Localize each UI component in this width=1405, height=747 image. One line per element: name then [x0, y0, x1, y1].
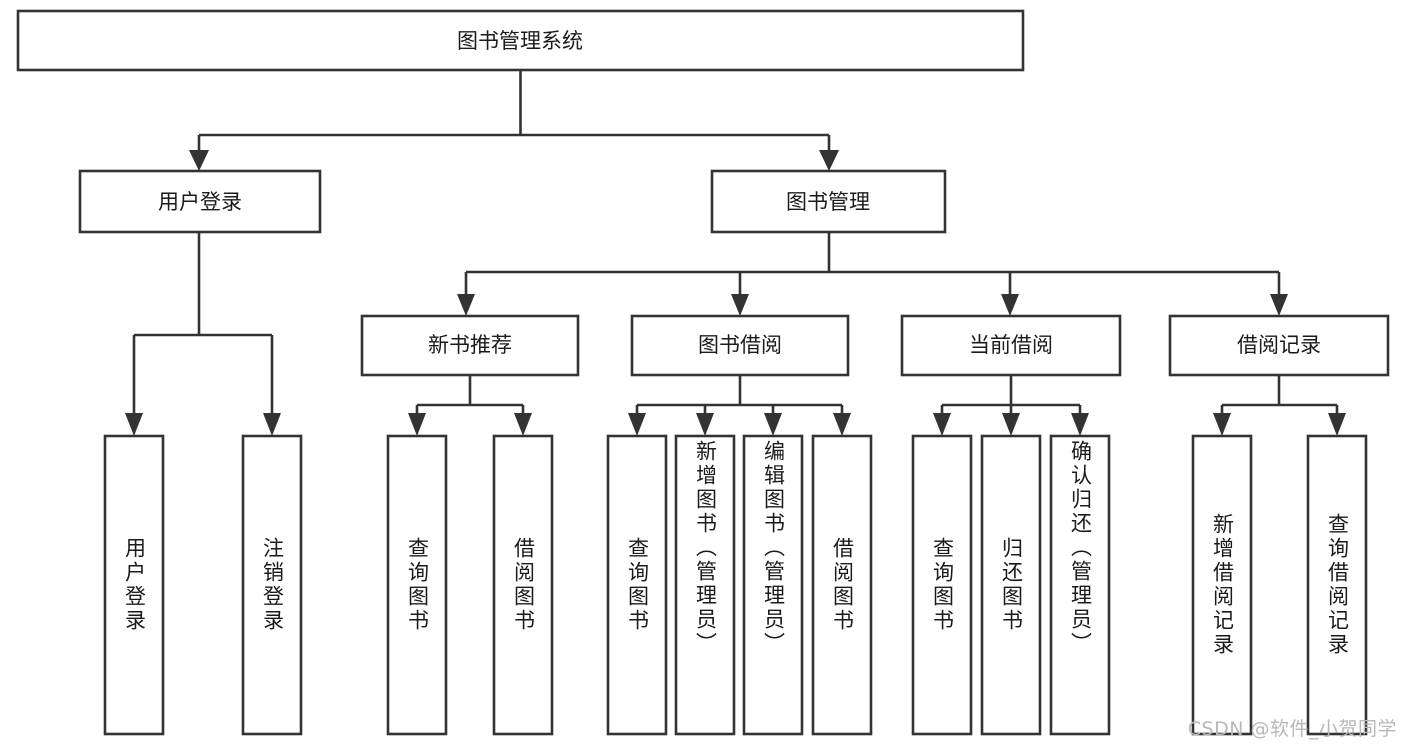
node-leaf-edit-book-box[interactable] — [742, 434, 804, 736]
connector-group-current-borrow — [933, 375, 1089, 436]
node-new-book-recommend-label: 新书推荐 — [428, 333, 512, 357]
node-leaf-user-login-box[interactable] — [103, 434, 165, 736]
arrow-head-leaf-user-login — [125, 413, 143, 436]
node-borrow-record-box[interactable] — [1168, 314, 1390, 377]
node-leaf-edit-book-label: 编辑图书（管理员） — [761, 440, 786, 656]
node-book-manage-label: 图书管理 — [786, 190, 870, 214]
node-leaf-query-book-2-label: 查询图书 — [625, 537, 650, 633]
arrow-head-book-manage — [819, 150, 839, 171]
leaf-label-wrap-query-book-3: 查询图书 — [913, 436, 971, 734]
node-leaf-borrow-book-2-box[interactable] — [811, 434, 873, 736]
node-user-login-box[interactable] — [78, 169, 322, 234]
node-leaf-query-book-3-label: 查询图书 — [930, 537, 955, 633]
leaf-label-wrap-borrow-book-2: 借阅图书 — [813, 436, 871, 734]
node-leaf-user-login-label: 用户登录 — [122, 537, 147, 633]
arrow-head-leaf-confirm-return — [1071, 413, 1089, 436]
node-leaf-query-book-1-label: 查询图书 — [405, 537, 430, 633]
arrow-head-borrow-record — [1270, 294, 1288, 316]
node-leaf-logout-box[interactable] — [241, 434, 303, 736]
node-leaf-logout-label: 注销登录 — [260, 537, 285, 633]
node-book-borrow-label: 图书借阅 — [698, 333, 782, 357]
node-leaf-borrow-book-2-label: 借阅图书 — [830, 537, 855, 633]
arrow-head-new-book-recommend — [457, 294, 475, 316]
leaf-label-wrap-borrow-book-1: 借阅图书 — [494, 436, 552, 734]
leaf-label-wrap-query-book-2: 查询图书 — [608, 436, 666, 734]
node-user-login-label: 用户登录 — [158, 190, 242, 214]
arrow-head-leaf-query-book-2 — [628, 413, 646, 436]
leaf-label-wrap-add-book: 新增图书（管理员） — [676, 436, 734, 734]
leaf-label-wrap-add-record: 新增借阅记录 — [1193, 436, 1251, 734]
connector-group-user-login — [125, 232, 281, 436]
leaf-label-wrap-query-record: 查询借阅记录 — [1308, 436, 1366, 734]
connector-group-borrow-record — [1213, 375, 1346, 436]
node-leaf-borrow-book-1-label: 借阅图书 — [511, 537, 536, 633]
node-book-borrow-box[interactable] — [630, 314, 850, 377]
arrow-head-leaf-query-book-1 — [408, 413, 426, 436]
node-borrow-record-label: 借阅记录 — [1237, 333, 1321, 357]
node-book-manage-box[interactable] — [710, 169, 947, 234]
node-leaf-query-book-1-box[interactable] — [386, 434, 448, 736]
arrow-head-book-borrow — [731, 294, 749, 316]
node-current-borrow-label: 当前借阅 — [969, 333, 1053, 357]
arrow-head-leaf-return-book — [1002, 413, 1020, 436]
node-leaf-query-record-box[interactable] — [1306, 434, 1368, 736]
node-leaf-query-record-label: 查询借阅记录 — [1325, 513, 1350, 657]
node-leaf-query-book-3-box[interactable] — [911, 434, 973, 736]
arrow-head-leaf-query-book-3 — [933, 413, 951, 436]
arrow-head-leaf-edit-book — [764, 413, 782, 436]
node-leaf-return-book-label: 归还图书 — [999, 537, 1024, 633]
node-root-label: 图书管理系统 — [457, 29, 583, 53]
arrow-head-leaf-add-record — [1213, 413, 1231, 436]
arrow-head-current-borrow — [1001, 294, 1019, 316]
arrow-head-leaf-borrow-book-2 — [833, 413, 851, 436]
leaf-label-wrap-confirm-return: 确认归还（管理员） — [1051, 436, 1109, 734]
leaf-label-wrap-logout: 注销登录 — [243, 436, 301, 734]
node-leaf-add-record-label: 新增借阅记录 — [1210, 513, 1235, 657]
node-root-box[interactable] — [16, 9, 1025, 72]
node-leaf-confirm-return-label: 确认归还（管理员） — [1068, 440, 1093, 656]
node-leaf-add-book-label: 新增图书（管理员） — [693, 440, 718, 656]
node-current-borrow-box[interactable] — [900, 314, 1122, 377]
arrow-head-leaf-query-record — [1328, 413, 1346, 436]
connector-group-root — [189, 70, 839, 171]
node-leaf-add-record-box[interactable] — [1191, 434, 1253, 736]
leaf-label-wrap-query-book-1: 查询图书 — [388, 436, 446, 734]
leaf-label-wrap-user-login: 用户登录 — [105, 436, 163, 734]
node-leaf-borrow-book-1-box[interactable] — [492, 434, 554, 736]
node-leaf-query-book-2-box[interactable] — [606, 434, 668, 736]
leaf-label-wrap-edit-book: 编辑图书（管理员） — [744, 436, 802, 734]
arrow-head-user-login — [189, 150, 209, 171]
leaf-label-wrap-return-book: 归还图书 — [982, 436, 1040, 734]
arrow-head-leaf-logout — [263, 413, 281, 436]
arrow-head-leaf-borrow-book-1 — [514, 413, 532, 436]
node-leaf-confirm-return-box[interactable] — [1049, 434, 1111, 736]
arrow-head-leaf-add-book — [696, 413, 714, 436]
connector-group-book-manage — [457, 232, 1288, 316]
connector-group-new-book-recommend — [408, 375, 532, 436]
node-leaf-return-book-box[interactable] — [980, 434, 1042, 736]
node-new-book-recommend-box[interactable] — [360, 314, 580, 377]
node-leaf-add-book-box[interactable] — [674, 434, 736, 736]
watermark-text: CSDN @软件_小贺同学 — [1187, 718, 1397, 740]
connector-group-book-borrow — [628, 375, 851, 436]
